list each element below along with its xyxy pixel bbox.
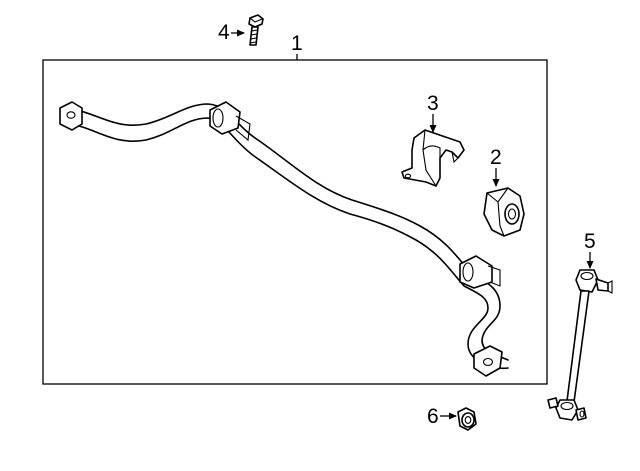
stabilizer-link-icon[interactable] <box>547 269 613 421</box>
assembly-frame <box>42 59 548 385</box>
nut-icon[interactable] <box>457 407 477 431</box>
callout-5-label[interactable]: 5 <box>584 230 596 253</box>
stabilizer-bar[interactable] <box>59 101 509 377</box>
callout-6-label[interactable]: 6 <box>427 405 439 428</box>
callout-2-label[interactable]: 2 <box>490 146 502 169</box>
callout-3-label[interactable]: 3 <box>427 92 439 115</box>
bolt-icon[interactable] <box>248 14 264 46</box>
bushing-bracket-icon[interactable] <box>401 129 465 187</box>
callout-1-label[interactable]: 1 <box>291 32 303 55</box>
bushing-icon[interactable] <box>483 187 525 237</box>
callout-4-label[interactable]: 4 <box>218 21 230 44</box>
